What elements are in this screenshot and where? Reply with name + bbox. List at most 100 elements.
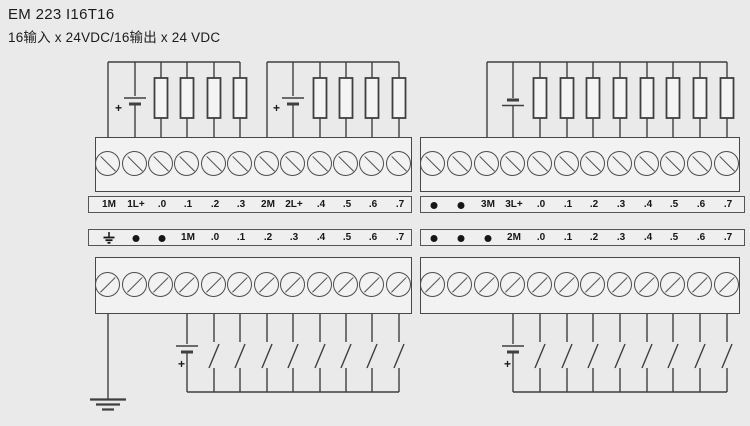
screw-terminal — [634, 151, 659, 176]
switch-icon — [340, 343, 352, 369]
battery-plus-label: + — [273, 101, 280, 115]
screw-terminal — [580, 272, 605, 297]
screw-terminal — [122, 272, 147, 297]
resistor-icon — [179, 77, 195, 119]
screw-terminal — [554, 272, 579, 297]
screw-terminal — [201, 272, 226, 297]
screw-terminal — [474, 272, 499, 297]
terminal-label: 2L+ — [285, 199, 303, 210]
resistor-icon — [532, 77, 548, 119]
screw-terminal — [714, 151, 739, 176]
screw-terminal — [660, 272, 685, 297]
resistor-icon — [612, 77, 628, 119]
terminal-label: 3L+ — [505, 199, 523, 210]
resistor-icon — [153, 77, 169, 119]
terminal-label: .1 — [183, 199, 193, 210]
terminal-label: .4 — [316, 199, 326, 210]
terminal-label: .0 — [536, 232, 546, 243]
screw-terminal — [420, 151, 445, 176]
screw-terminal — [386, 272, 411, 297]
screw-terminal — [280, 272, 305, 297]
switch-icon — [261, 343, 273, 369]
terminal-label: 1M — [181, 232, 195, 243]
resistor-icon — [665, 77, 681, 119]
switch-icon — [314, 343, 326, 369]
resistor-icon — [559, 77, 575, 119]
switch-icon — [208, 343, 220, 369]
terminal-label: 2M — [261, 199, 275, 210]
module-description: 16输入 x 24VDC/16输出 x 24 VDC — [8, 30, 221, 45]
terminal-label: .4 — [643, 232, 653, 243]
screw-terminal — [359, 151, 384, 176]
terminal-label: 1L+ — [127, 199, 145, 210]
terminal-label: .1 — [563, 199, 573, 210]
terminal-label: .5 — [342, 232, 352, 243]
dot-icon — [158, 235, 166, 242]
screw-terminal — [500, 272, 525, 297]
screw-terminal — [474, 151, 499, 176]
screw-terminal — [687, 272, 712, 297]
screw-terminal — [607, 151, 632, 176]
screw-terminal — [333, 272, 358, 297]
screw-terminal — [254, 272, 279, 297]
battery-plus-label: + — [504, 357, 511, 371]
screw-terminal — [307, 151, 332, 176]
terminal-label: .2 — [589, 199, 599, 210]
terminal-label: .3 — [289, 232, 299, 243]
screw-terminal — [386, 151, 411, 176]
switch-icon — [287, 343, 299, 369]
dot-icon — [430, 202, 438, 209]
terminal-label: .3 — [616, 232, 626, 243]
switch-icon — [393, 343, 405, 369]
switch-icon — [667, 343, 679, 369]
terminal-block-top-right — [420, 137, 740, 192]
screw-terminal — [148, 151, 173, 176]
terminal-label: .7 — [395, 199, 405, 210]
resistor-icon — [585, 77, 601, 119]
screw-terminal — [500, 151, 525, 176]
resistor-icon — [391, 77, 407, 119]
switch-icon — [721, 343, 733, 369]
resistor-icon — [719, 77, 735, 119]
screw-terminal — [227, 272, 252, 297]
terminal-label: .6 — [368, 199, 378, 210]
terminal-label: .3 — [236, 199, 246, 210]
resistor-icon — [692, 77, 708, 119]
screw-terminal — [227, 151, 252, 176]
dot-icon — [484, 235, 492, 242]
terminal-label: .4 — [316, 232, 326, 243]
terminal-label: .2 — [589, 232, 599, 243]
terminal-label: .0 — [210, 232, 220, 243]
terminal-label: .2 — [210, 199, 220, 210]
screw-terminal — [447, 151, 472, 176]
screw-terminal — [447, 272, 472, 297]
terminal-label: .4 — [643, 199, 653, 210]
terminal-label: .2 — [263, 232, 273, 243]
screw-terminal — [687, 151, 712, 176]
terminal-label: .3 — [616, 199, 626, 210]
terminal-label: .0 — [536, 199, 546, 210]
terminal-block-bottom-right — [420, 257, 740, 314]
terminal-label: .1 — [236, 232, 246, 243]
terminal-label: .7 — [395, 232, 405, 243]
resistor-icon — [639, 77, 655, 119]
terminal-label: .6 — [368, 232, 378, 243]
dot-icon — [457, 235, 465, 242]
dot-icon — [430, 235, 438, 242]
diagram-title: EM 223 I16T16 16输入 x 24VDC/16输出 x 24 VDC — [8, 6, 220, 46]
screw-terminal — [201, 151, 226, 176]
module-name: EM 223 I16T16 — [8, 6, 115, 23]
terminal-label: .7 — [723, 199, 733, 210]
resistor-icon — [338, 77, 354, 119]
screw-terminal — [280, 151, 305, 176]
resistor-icon — [312, 77, 328, 119]
resistor-icon — [206, 77, 222, 119]
switch-icon — [694, 343, 706, 369]
dot-icon — [132, 235, 140, 242]
screw-terminal — [527, 272, 552, 297]
screw-terminal — [254, 151, 279, 176]
screw-terminal — [714, 272, 739, 297]
switch-icon — [641, 343, 653, 369]
